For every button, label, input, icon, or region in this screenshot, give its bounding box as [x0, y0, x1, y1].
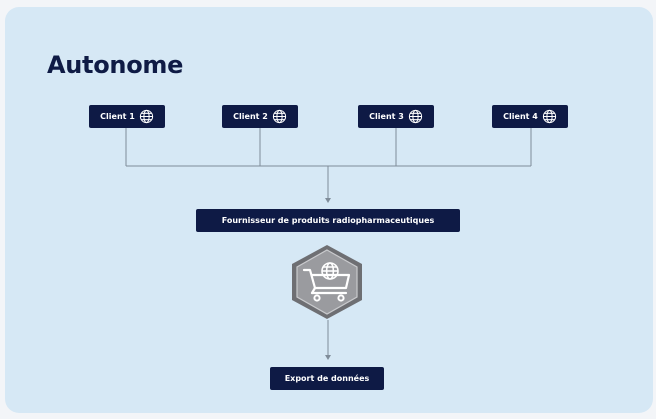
arrowhead-export	[325, 355, 331, 360]
export-node: Export de données	[270, 367, 384, 390]
arrowhead-supplier	[325, 198, 331, 203]
client-4-node: Client 4	[492, 105, 568, 128]
export-label: Export de données	[284, 374, 370, 383]
globe-icon	[542, 109, 556, 124]
globe-icon	[272, 109, 286, 124]
cart-globe-icon	[292, 245, 362, 319]
client-1-node: Client 1	[89, 105, 165, 128]
client-3-label: Client 3	[369, 112, 404, 121]
client-3-node: Client 3	[358, 105, 434, 128]
globe-icon	[408, 109, 422, 124]
supplier-label: Fournisseur de produits radiopharmaceuti…	[221, 216, 435, 225]
diagram-title: Autonome	[47, 51, 184, 79]
client-2-node: Client 2	[222, 105, 298, 128]
client-4-label: Client 4	[503, 112, 538, 121]
client-2-label: Client 2	[233, 112, 268, 121]
globe-icon	[139, 109, 153, 124]
client-1-label: Client 1	[100, 112, 135, 121]
supplier-node: Fournisseur de produits radiopharmaceuti…	[196, 209, 460, 232]
